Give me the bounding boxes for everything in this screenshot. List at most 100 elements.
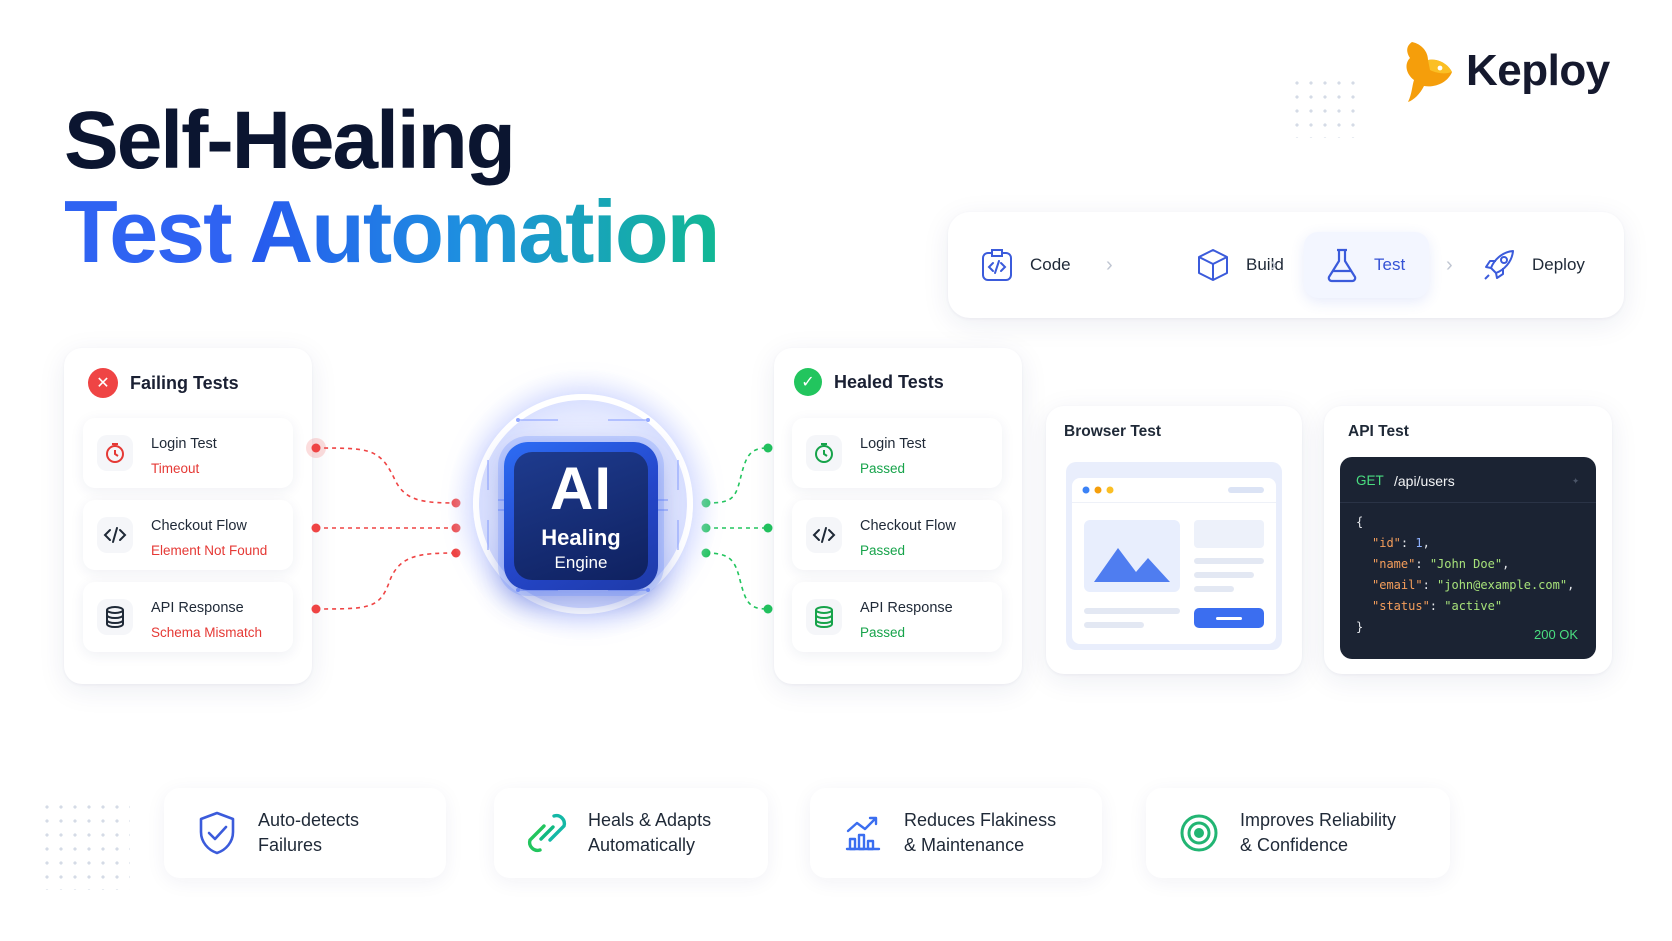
feature-text: Reduces Flakiness & Maintenance: [904, 808, 1056, 858]
feature-line2: & Confidence: [1240, 835, 1349, 855]
brand-logo: Keploy: [1398, 38, 1610, 104]
headline-word-automation: Automation: [249, 182, 721, 281]
json-value: 1: [1415, 536, 1423, 550]
feature-line2: Automatically: [588, 835, 696, 855]
dot-pattern-top: [1290, 76, 1362, 138]
dot-pattern-bottom: [40, 800, 130, 890]
clock-icon: [97, 435, 133, 471]
json-key: "email": [1372, 578, 1423, 592]
json-value: "active": [1444, 599, 1503, 613]
code-icon: [97, 517, 133, 553]
failing-test-item[interactable]: Login Test Timeout: [83, 418, 293, 488]
chip-face: AI Healing Engine: [514, 452, 648, 580]
json-value: "john@example.com": [1437, 578, 1568, 592]
database-icon: [806, 599, 842, 635]
api-request-bar: GET /api/users ✦: [1340, 457, 1596, 503]
pipeline-step-label: Code: [1030, 255, 1071, 274]
test-status: Timeout: [151, 461, 200, 476]
json-key: "name": [1372, 557, 1416, 571]
test-name: Checkout Flow: [151, 518, 247, 534]
pipeline-step-label: Build: [1246, 255, 1284, 274]
cube-icon: [1198, 249, 1228, 281]
healed-test-item[interactable]: Login Test Passed: [792, 418, 1002, 488]
json-key: "status": [1372, 599, 1430, 613]
feature-line2: & Maintenance: [904, 835, 1025, 855]
pipeline-step-label: Test: [1374, 255, 1406, 274]
failing-test-item[interactable]: Checkout Flow Element Not Found: [83, 500, 293, 570]
code-icon: [806, 517, 842, 553]
json-line-email: "email": "john@example.com",: [1372, 578, 1575, 592]
pipeline-step-code[interactable]: Code: [978, 212, 1071, 318]
feature-line1: Reduces Flakiness: [904, 810, 1057, 830]
feature-line1: Heals & Adapts: [588, 810, 712, 830]
test-status: Schema Mismatch: [151, 625, 263, 640]
pipeline-bar: Code › Build › Test › Deploy: [948, 212, 1624, 318]
error-x-icon: ✕: [88, 368, 118, 398]
pipeline-step-test[interactable]: Test: [1304, 232, 1430, 298]
json-close-brace: }: [1356, 620, 1364, 634]
link-heal-icon: [524, 810, 570, 856]
json-open-brace: {: [1356, 515, 1364, 529]
feature-line1: Improves Reliability: [1240, 810, 1397, 830]
pipeline-step-label: Deploy: [1532, 255, 1585, 274]
test-status: Passed: [860, 461, 906, 476]
healed-test-item[interactable]: Checkout Flow Passed: [792, 500, 1002, 570]
pipeline-step-deploy[interactable]: Deploy: [1480, 212, 1585, 318]
json-line-name: "name": "John Doe",: [1372, 557, 1510, 571]
clock-icon: [806, 435, 842, 471]
feature-line1: Auto-detects: [258, 810, 360, 830]
healed-tests-title: Healed Tests: [834, 371, 944, 392]
pipeline-step-build[interactable]: Build: [1194, 212, 1284, 318]
test-name: Checkout Flow: [860, 518, 956, 534]
chevron-right-icon: ›: [1446, 254, 1453, 276]
code-clipboard-icon: [982, 249, 1012, 281]
rabbit-logo-icon: [1406, 42, 1452, 102]
test-status: Element Not Found: [151, 543, 268, 558]
database-icon: [97, 599, 133, 635]
headline-word-test: Test: [64, 182, 232, 281]
engine-engine-label: Engine: [554, 553, 608, 572]
rocket-icon: [1484, 250, 1514, 280]
healed-tests-header: ✓ Healed Tests: [794, 368, 944, 396]
chart-trend-icon: [840, 810, 886, 856]
failing-tests-header: ✕ Failing Tests: [88, 368, 239, 398]
test-name: Login Test: [860, 436, 926, 452]
circuit-traces: [487, 418, 679, 592]
feature-line2: Failures: [258, 835, 323, 855]
failing-test-item[interactable]: API Response Schema Mismatch: [83, 582, 293, 652]
headline-line2: Test Automation: [64, 188, 720, 276]
json-line-id: "id": 1,: [1372, 536, 1430, 550]
ai-healing-engine-chip: AI Healing Engine: [504, 442, 658, 590]
response-status: 200 OK: [1534, 627, 1579, 642]
check-circle-icon: ✓: [794, 368, 822, 396]
chevron-right-icon: ›: [1270, 254, 1277, 276]
test-name: API Response: [151, 600, 244, 616]
api-path: /api/users: [1394, 473, 1455, 489]
http-method: GET: [1356, 473, 1384, 488]
test-name: API Response: [860, 600, 953, 616]
api-test-title: API Test: [1348, 423, 1409, 440]
browser-test-title: Browser Test: [1064, 423, 1162, 440]
flask-icon: [1327, 248, 1357, 283]
target-icon: [1176, 810, 1222, 856]
feature-card-reliability: Improves Reliability & Confidence: [1146, 788, 1450, 878]
feature-text: Improves Reliability & Confidence: [1240, 808, 1396, 858]
engine-healing-label: Healing: [541, 525, 621, 550]
json-value: "John Doe": [1429, 557, 1503, 571]
test-status: Passed: [860, 625, 906, 640]
failing-tests-title: Failing Tests: [130, 372, 239, 393]
test-name: Login Test: [151, 436, 217, 452]
sparkle-icon: ✦: [1572, 473, 1580, 487]
json-key: "id": [1372, 536, 1401, 550]
api-code-panel: GET /api/users ✦ { "id": 1, "name": "Joh…: [1340, 457, 1596, 659]
brand-name: Keploy: [1466, 46, 1610, 95]
healed-test-item[interactable]: API Response Passed: [792, 582, 1002, 652]
headline-line1: Self-Healing: [64, 95, 516, 186]
json-line-status: "status": "active": [1372, 599, 1503, 613]
test-status: Passed: [860, 543, 906, 558]
engine-ai-label: AI: [550, 455, 612, 522]
